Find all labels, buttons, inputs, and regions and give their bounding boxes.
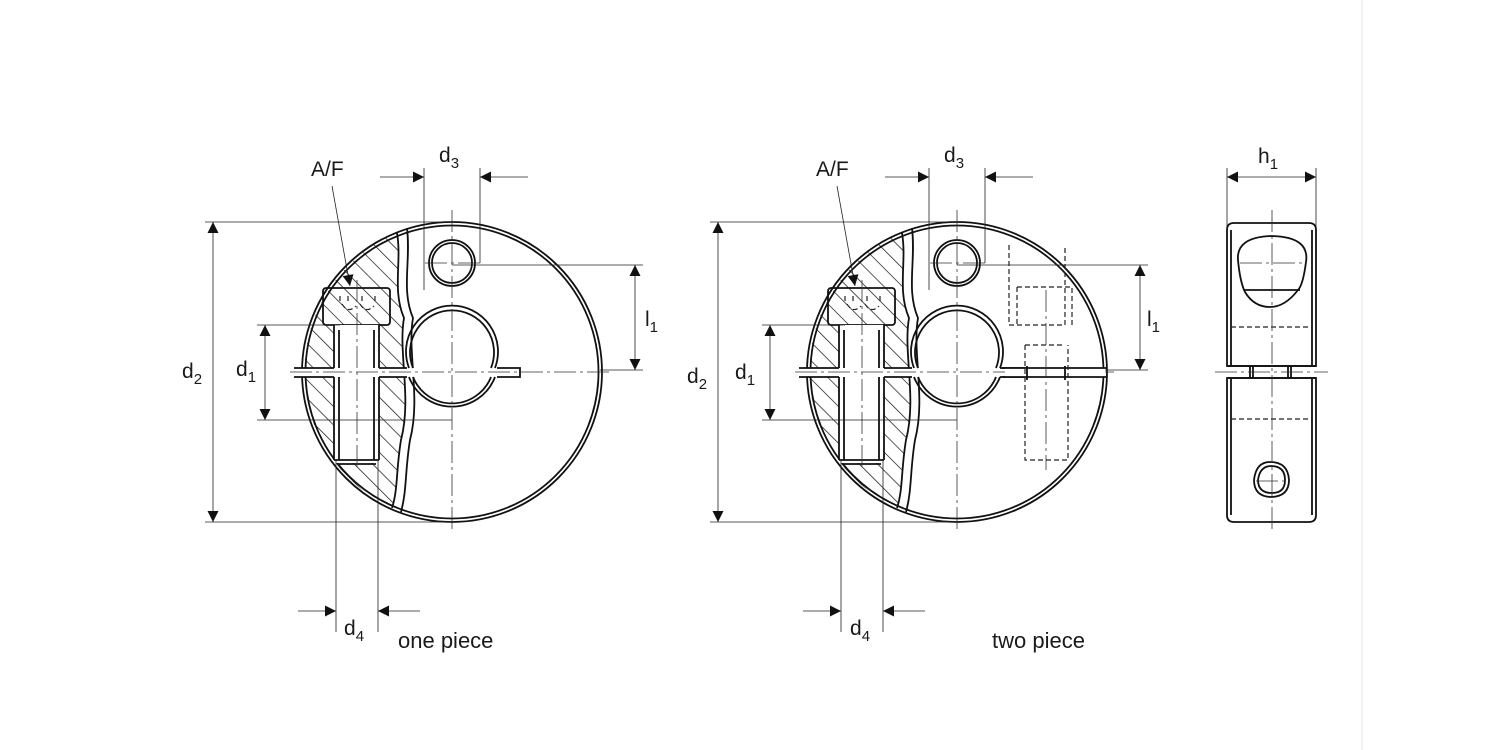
l1-label: l1 <box>1147 308 1160 336</box>
side-lower-hole <box>1253 461 1290 498</box>
d4-label: d4 <box>344 617 364 645</box>
caption-two-piece: two piece <box>992 628 1085 653</box>
d3-label: d3 <box>944 144 964 172</box>
two-piece-front-view: A/F d3 d2 d1 l1 d4 two piece <box>687 144 1160 653</box>
caption-one-piece: one piece <box>398 628 493 653</box>
af-label: A/F <box>311 158 344 181</box>
side-lower-half <box>1226 377 1317 523</box>
d1-label: d1 <box>236 358 256 386</box>
l1-label: l1 <box>645 308 658 336</box>
d1-label: d1 <box>735 361 755 389</box>
d2-label: d2 <box>182 360 202 388</box>
h1-label: h1 <box>1258 145 1278 173</box>
side-view: h1 <box>1215 145 1328 530</box>
hidden-second-screw <box>1008 245 1073 461</box>
one-piece-front-view: A/F d3 d2 d1 l1 d4 one piece <box>182 144 658 653</box>
d3-label: d3 <box>439 144 459 172</box>
d2-label: d2 <box>687 365 707 393</box>
af-label: A/F <box>816 158 849 181</box>
d4-label: d4 <box>850 617 870 645</box>
second-split <box>1000 367 1106 378</box>
side-upper-half <box>1226 222 1317 367</box>
